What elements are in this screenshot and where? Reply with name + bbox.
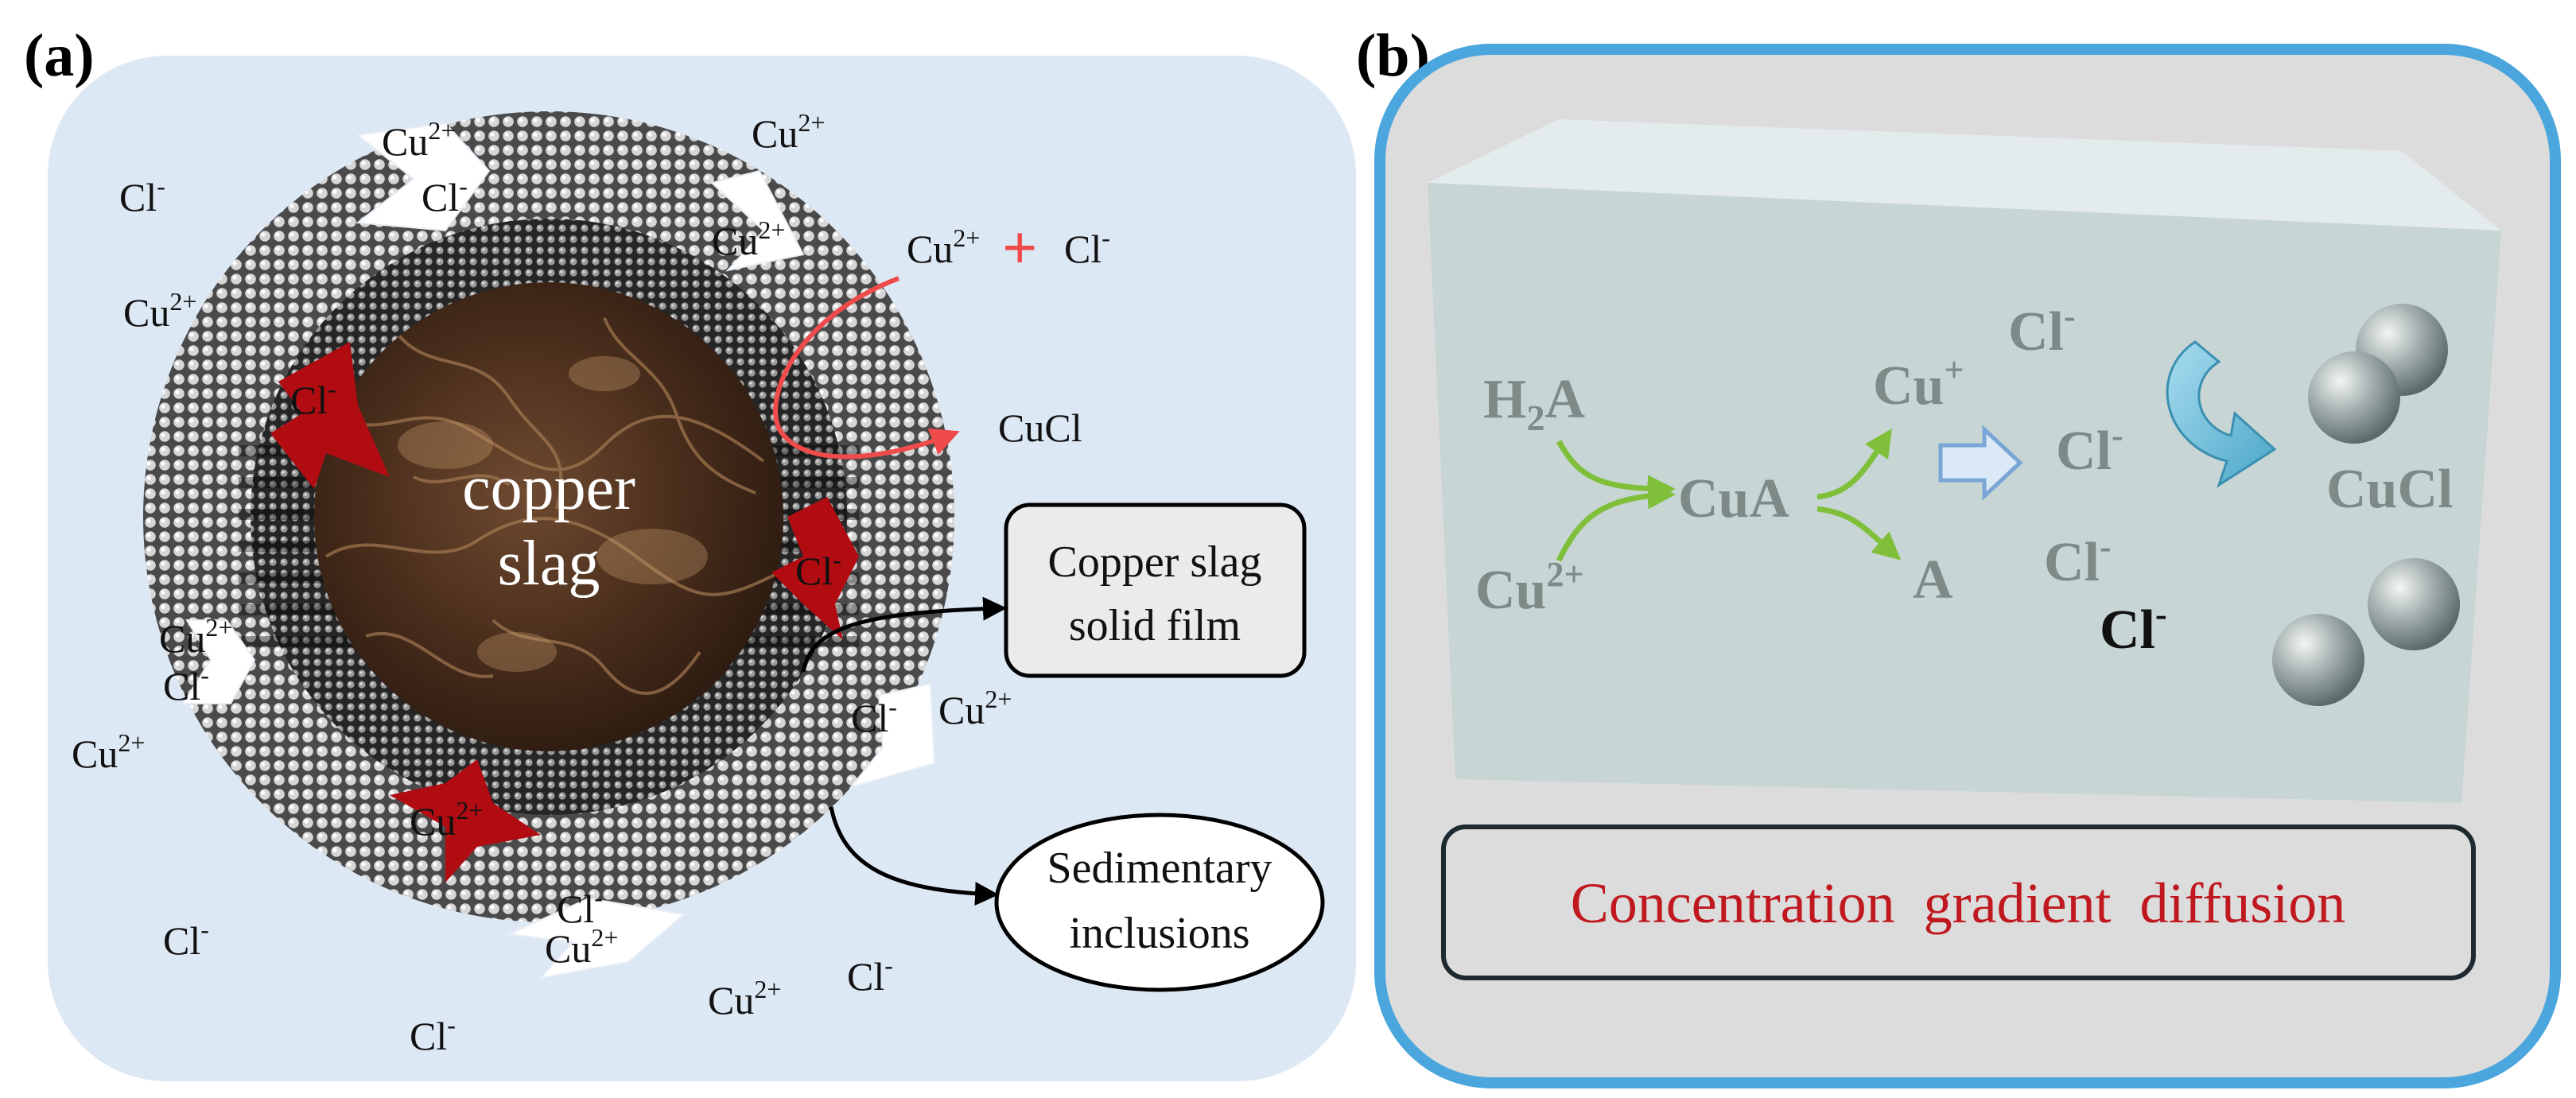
arrow-cu2-to-cua [1556, 481, 1676, 562]
callout-film-line1: Copper slag [1047, 537, 1261, 587]
core-label-line2: slag [498, 529, 600, 599]
panel-a-ions: Cu2+ Cl- Cu2+ Cl- Cu2+ Cu2+ Cl- Cl- Cu2+… [72, 108, 1012, 1058]
red-arrow-upper-left [270, 342, 390, 489]
curved-blue-arrow [2166, 340, 2277, 488]
ion-cu: Cu2+ [712, 215, 785, 263]
reaction-plus-sign: + [1002, 213, 1037, 282]
callout-ellipse-sediment [994, 813, 1325, 992]
white-arrow-right-lower [849, 682, 936, 789]
reaction-curved-arrow [773, 276, 960, 460]
ion-cl: Cl- [410, 1011, 456, 1058]
ion-cu: Cu2+ [159, 613, 232, 661]
callout-film-line2: solid film [1069, 601, 1241, 650]
reaction-cl-ion: Cl- [1064, 223, 1110, 271]
ion-cu: Cu2+ [410, 796, 483, 844]
cuplus-label: Cu+ [1873, 351, 1964, 417]
ion-cl: Cl- [163, 661, 209, 708]
arrow-cua-to-cuplus [1816, 429, 1892, 500]
white-arrow-bottom [506, 897, 686, 980]
ion-cu: Cu2+ [545, 923, 618, 971]
caption-text: Concentration gradient diffusion [1571, 871, 2345, 935]
cl-ion-4: Cl- [2100, 595, 2167, 661]
ion-cl: Cl- [422, 172, 468, 219]
cua-label: CuA [1678, 468, 1789, 530]
cl-ion-3: Cl- [2044, 527, 2112, 593]
hollow-blue-arrow [1938, 425, 2023, 501]
ion-cl: Cl- [557, 883, 603, 931]
reaction-cu-ion: Cu2+ [907, 223, 980, 271]
ion-cu: Cu2+ [382, 116, 455, 164]
cucl-sphere [2272, 614, 2364, 706]
cucl-label: CuCl [2326, 459, 2453, 520]
callout-arrow-film [801, 596, 1007, 673]
white-arrow-top-left [356, 122, 491, 232]
copper-slag-core [314, 282, 783, 751]
reaction-product-cucl: CuCl [998, 405, 1082, 450]
red-inward-arrows [270, 342, 859, 883]
ion-cl: Cl- [851, 693, 897, 740]
arrow-h2a-to-cua [1556, 440, 1676, 503]
ion-cu: Cu2+ [123, 287, 196, 335]
ion-cu: Cu2+ [938, 685, 1012, 732]
box-front-face [1428, 183, 2501, 803]
white-ingress-arrows [181, 122, 936, 980]
callout-sediment-line2: inclusions [1069, 909, 1249, 958]
arrow-cua-to-a [1816, 506, 1902, 561]
caption-box [1441, 824, 2476, 980]
cu2-label: Cu2+ [1475, 555, 1584, 621]
cl-ion-2: Cl- [2056, 416, 2123, 482]
ion-cu: Cu2+ [708, 975, 781, 1022]
ion-cu: Cu2+ [752, 108, 825, 156]
white-arrow-left [181, 619, 256, 704]
cucl-sphere [2308, 351, 2400, 444]
cl-ion-1: Cl- [2008, 297, 2076, 363]
white-arrow-top-right [709, 169, 805, 272]
red-arrow-right [771, 497, 859, 640]
ion-cl: Cl- [119, 172, 165, 219]
red-arrow-bottom [390, 759, 541, 883]
callout-sediment-line1: Sedimentary [1047, 844, 1272, 893]
h2a-label: H2A [1483, 369, 1585, 438]
ion-cl: Cl- [290, 374, 336, 422]
ion-cu: Cu2+ [72, 728, 145, 776]
box-top-face [1428, 119, 2501, 231]
cucl-sphere [2368, 558, 2460, 650]
core-label-line1: copper [462, 453, 635, 523]
ion-cl: Cl- [795, 545, 841, 593]
a-product-label: A [1913, 549, 1953, 611]
callout-arrow-sediment [829, 806, 999, 906]
ion-cl: Cl- [163, 915, 209, 963]
callout-box-solid-film [1004, 502, 1307, 678]
ion-cl: Cl- [847, 951, 893, 999]
panel-a-label: (a) [24, 22, 95, 89]
